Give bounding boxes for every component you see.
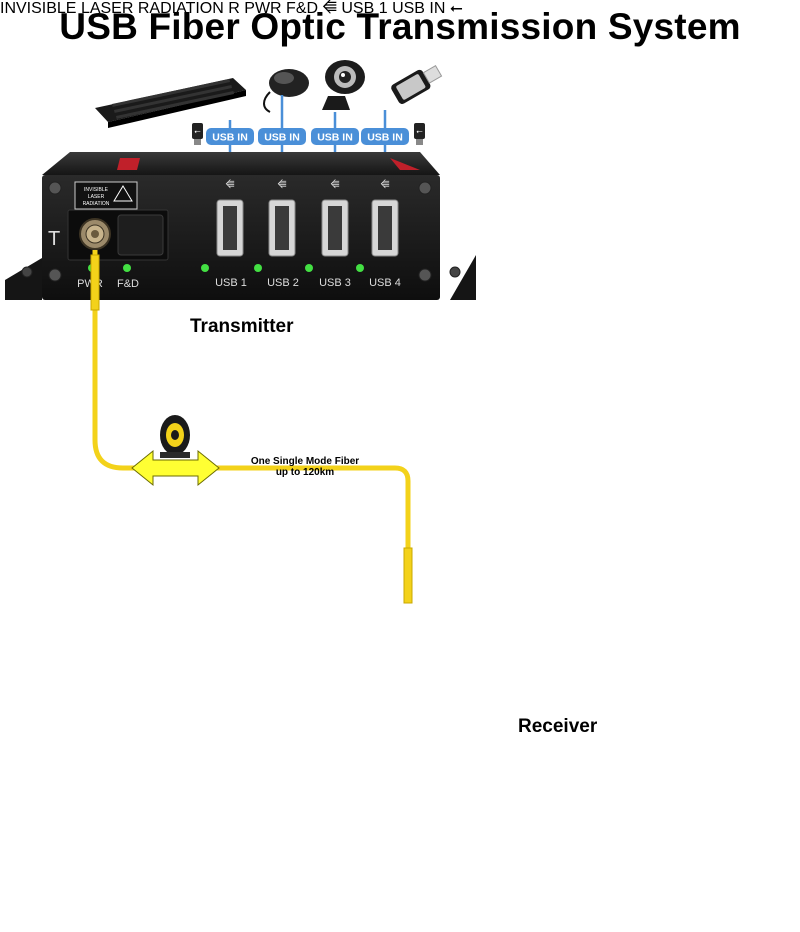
svg-text:USB IN: USB IN [264,132,300,144]
transmitter-side-letter: T [48,228,60,250]
fiber-reel-icon [160,415,190,458]
svg-text:⭅: ⭅ [331,179,340,191]
tx-fd-label: F&D [117,278,139,290]
usb-symbol-icon: ⭠ [449,0,463,17]
tx-usb-in-tag-3: USB IN [311,128,359,145]
svg-text:LASER: LASER [88,194,105,200]
tx-usb-in-tag-4: USB IN [361,128,409,145]
tx-usb-port-3: ⭅ USB 3 [319,179,351,289]
svg-text:⭠: ⭠ [416,127,423,136]
fiber-note-line-1: One Single Mode Fiber [250,456,360,467]
fiber-note: One Single Mode Fiber up to 120km [230,456,380,478]
svg-text:RADIATION: RADIATION [83,201,110,207]
webcam-icon [322,60,365,110]
double-arrow-icon [131,449,220,487]
receiver-side-letter: R [228,0,240,17]
svg-text:⭠: ⭠ [194,127,201,136]
receiver-caption: Receiver [518,716,598,737]
transmitter-device: INVISIBLE LASER RADIATION T PWR F&D ⭅ U [5,152,476,300]
tx-usb-port-1: ⭅ USB 1 [215,179,247,289]
rx-fd-label: F&D [286,0,319,17]
tx-usb-in-tag-1: USB IN [206,128,254,145]
laser-warning-label: INVISIBLE LASER RADIATION [74,181,138,210]
fiber-note-line-2: up to 120km [275,467,335,478]
svg-text:⭅: ⭅ [381,179,390,191]
tx-usb-in-tag-2: USB IN [258,128,306,145]
svg-text:⭅: ⭅ [226,179,235,191]
keyboard-icon [95,78,246,128]
svg-text:USB 4: USB 4 [369,277,401,289]
receiver-device: INVISIBLE LASER RADIATION R PWR F&D ⭅ US… [0,0,392,17]
usb-flash-drive-icon [391,65,443,104]
rx-pwr-label: PWR [244,0,282,17]
fiber-cable [90,250,413,604]
st-fiber-connector-icon [79,218,111,250]
laser-warning-label: INVISIBLE LASER RADIATION [0,0,224,17]
svg-text:USB IN: USB IN [367,132,403,144]
tx-usb-port-4: ⭅ USB 4 [369,179,401,289]
mouse-icon [263,69,309,113]
usb-symbol-icon: ⭠ [192,123,203,145]
rx-usb-in-tag: USB IN [392,0,446,17]
svg-text:USB 1: USB 1 [215,277,247,289]
transmitter-caption: Transmitter [190,316,294,337]
svg-text:USB 2: USB 2 [267,277,299,289]
tx-usb-port-2: ⭅ USB 2 [267,179,299,289]
svg-text:USB IN: USB IN [212,132,248,144]
usb-symbol-icon: ⭠ [414,123,425,145]
diagram-title: USB Fiber Optic Transmission System [59,6,741,47]
svg-text:INVISIBLE: INVISIBLE [84,187,109,193]
svg-text:⭅: ⭅ [278,179,287,191]
svg-text:USB IN: USB IN [317,132,353,144]
svg-text:USB 3: USB 3 [319,277,351,289]
rx-usb-port-1: ⭅ USB 1 [322,0,388,17]
